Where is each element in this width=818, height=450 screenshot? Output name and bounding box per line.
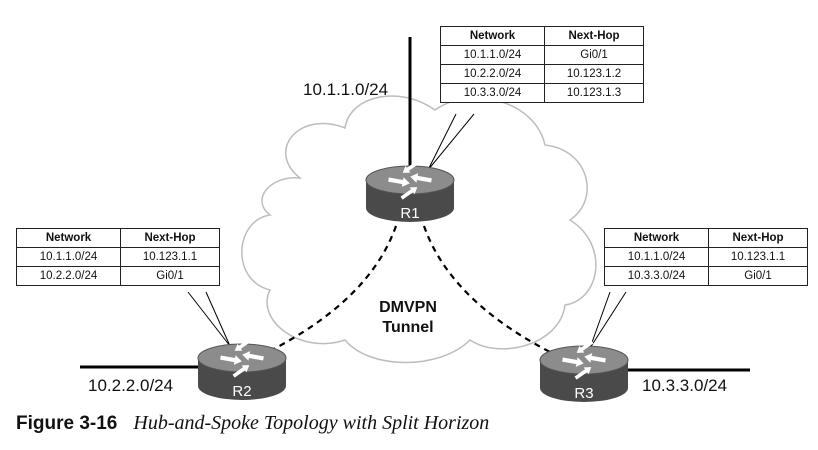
figure-number: Figure 3-16 — [16, 413, 118, 434]
next-hop-cell: 10.123.1.2 — [544, 64, 644, 84]
table-header-network: Network — [440, 26, 545, 46]
router-r2[interactable] — [197, 336, 287, 400]
r2-lan-label: 10.2.2.0/24 — [88, 376, 174, 395]
r3-routing-table: Network Next-Hop 10.1.1.0/24 10.123.1.1 … — [604, 228, 808, 286]
tunnel-label-line1: DMVPN — [379, 299, 437, 316]
next-hop-cell: 10.123.1.1 — [708, 247, 808, 267]
network-cell: 10.1.1.0/24 — [440, 45, 545, 65]
table-row: 10.3.3.0/24 10.123.1.3 — [440, 83, 644, 103]
tunnel-link-r1-r3 — [422, 225, 551, 353]
network-cell: 10.1.1.0/24 — [604, 247, 709, 267]
table-header-network: Network — [16, 228, 121, 248]
r1-routing-table: Network Next-Hop 10.1.1.0/24 Gi0/1 10.2.… — [440, 26, 644, 103]
tunnel-label-line2: Tunnel — [382, 319, 434, 336]
hub-lan-label: 10.1.1.0/24 — [303, 80, 389, 99]
table-header-next-hop: Next-Hop — [708, 228, 808, 248]
router-r1-label: R1 — [400, 205, 420, 222]
table-row: 10.2.2.0/24 10.123.1.2 — [440, 64, 644, 84]
router-r3-label: R3 — [574, 385, 594, 402]
router-r2-label: R2 — [232, 383, 252, 400]
tunnel-link-r1-r2 — [267, 225, 398, 353]
router-r3[interactable] — [539, 338, 629, 402]
network-cell: 10.2.2.0/24 — [16, 266, 121, 286]
figure-caption: Figure 3-16 Hub-and-Spoke Topology with S… — [16, 412, 489, 435]
r2-routing-table: Network Next-Hop 10.1.1.0/24 10.123.1.1 … — [16, 228, 220, 286]
network-cell: 10.2.2.0/24 — [440, 64, 545, 84]
next-hop-cell: Gi0/1 — [120, 266, 220, 286]
table-row: 10.2.2.0/24 Gi0/1 — [16, 266, 220, 286]
dmvpn-cloud — [241, 95, 597, 364]
table-header-next-hop: Next-Hop — [544, 26, 644, 46]
network-cell: 10.3.3.0/24 — [604, 266, 709, 286]
figure-title: Hub-and-Spoke Topology with Split Horizo… — [133, 412, 490, 434]
table-row: 10.1.1.0/24 10.123.1.1 — [604, 247, 808, 267]
table-header-next-hop: Next-Hop — [120, 228, 220, 248]
network-cell: 10.1.1.0/24 — [16, 247, 121, 267]
next-hop-cell: 10.123.1.3 — [544, 83, 644, 103]
table-header-network: Network — [604, 228, 709, 248]
next-hop-cell: Gi0/1 — [708, 266, 808, 286]
next-hop-cell: 10.123.1.1 — [120, 247, 220, 267]
table-row: 10.1.1.0/24 Gi0/1 — [440, 45, 644, 65]
r2-table-callout — [187, 291, 231, 347]
table-row: 10.3.3.0/24 Gi0/1 — [604, 266, 808, 286]
next-hop-cell: Gi0/1 — [544, 45, 644, 65]
tunnel-label: DMVPN Tunnel — [368, 298, 448, 338]
r3-lan-label: 10.3.3.0/24 — [642, 376, 728, 395]
r3-table-callout — [589, 291, 627, 349]
table-row: 10.1.1.0/24 10.123.1.1 — [16, 247, 220, 267]
router-r1[interactable] — [365, 158, 455, 222]
network-cell: 10.3.3.0/24 — [440, 83, 545, 103]
